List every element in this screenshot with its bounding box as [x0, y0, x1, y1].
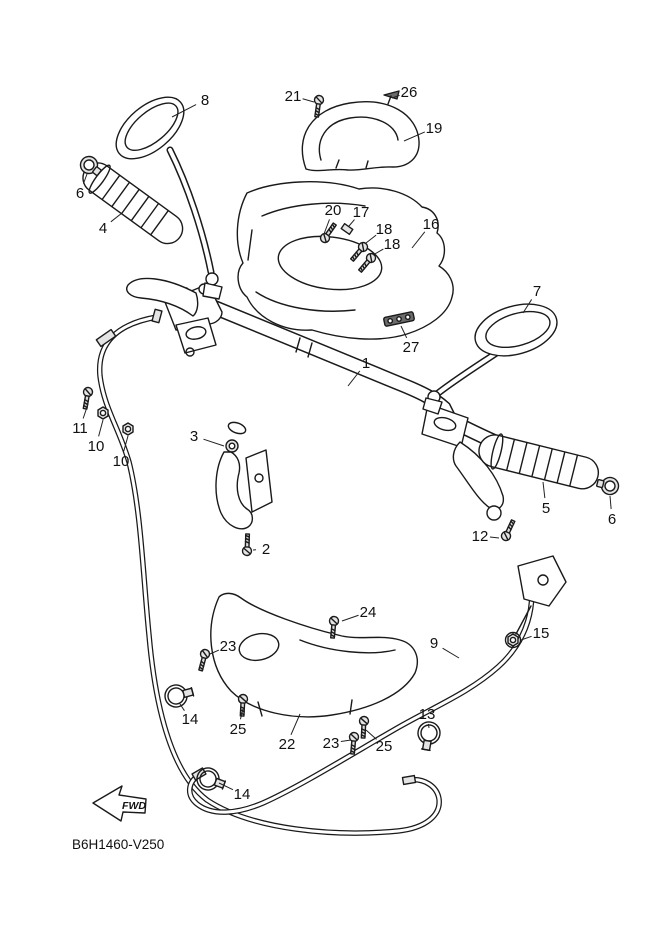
callout-number: 19	[426, 120, 443, 137]
fwd-label: FWD	[122, 800, 146, 812]
callout-number: 22	[279, 736, 296, 753]
nut-15-flange	[504, 631, 522, 649]
nut-15	[507, 633, 519, 647]
callout-leader-line	[203, 438, 225, 447]
lever-assembly-left	[126, 277, 223, 357]
callout-leader-line	[323, 219, 330, 235]
callout-number: 25	[230, 721, 247, 738]
callout-leader-line	[365, 234, 377, 244]
callout-number: 27	[403, 339, 420, 356]
callout-leader-line	[400, 325, 408, 339]
nut-10b	[122, 422, 134, 436]
callout-leader-line	[403, 131, 426, 142]
bolt-12	[499, 517, 518, 543]
callout-number: 21	[285, 88, 302, 105]
callout-number: 18	[384, 236, 401, 253]
callout-leader-line	[609, 495, 612, 510]
callout-number: 6	[76, 185, 84, 202]
cable-guide-bracket	[515, 555, 567, 635]
callout-number: 8	[201, 92, 209, 109]
callout-leader-line	[348, 219, 355, 227]
callout-number: 23	[323, 735, 340, 752]
callout-number: 10	[88, 438, 105, 455]
callout-leader-line	[347, 370, 361, 387]
handle-cover-upper	[236, 181, 454, 340]
meter-cover	[301, 101, 420, 172]
callout-leader-line	[82, 403, 89, 419]
callout-leader-line	[171, 104, 197, 118]
callout-number: 7	[533, 283, 541, 300]
callout-number: 1	[362, 355, 370, 372]
callout-leader-line	[290, 713, 301, 736]
callout-number: 16	[423, 216, 440, 233]
lever-assembly-right	[421, 403, 505, 521]
nut-10a	[97, 406, 109, 420]
callout-leader-line	[489, 536, 500, 539]
clip-17	[340, 222, 354, 236]
callout-leader-line	[520, 635, 532, 641]
diagram-code: B6H1460-V250	[72, 837, 164, 852]
callout-leader-line	[209, 649, 220, 655]
callout-leader-line	[442, 647, 460, 659]
callout-leader-line	[179, 703, 185, 711]
callout-number: 12	[472, 528, 489, 545]
callout-leader-line	[110, 212, 123, 223]
callout-leader-line	[427, 723, 430, 729]
callout-number: 10	[113, 453, 130, 470]
callout-number: 11	[72, 420, 88, 437]
clip-26	[383, 90, 400, 105]
callout-leader-line	[302, 98, 315, 103]
mirror-left	[115, 96, 223, 300]
callout-leader-line	[98, 419, 104, 437]
lower-cover	[210, 592, 418, 718]
washer-3	[225, 439, 239, 453]
callout-leader-line	[542, 481, 546, 499]
barend-right	[594, 473, 622, 498]
callout-number: 17	[353, 204, 370, 221]
callout-number: 18	[376, 221, 393, 238]
callout-leader-line	[218, 782, 234, 791]
callout-leader-line	[411, 231, 426, 249]
callout-leader-line	[522, 299, 533, 314]
callout-number: 6	[608, 511, 616, 528]
callout-leader-line	[372, 248, 384, 256]
grip-left	[82, 162, 184, 245]
mirror-right	[422, 303, 558, 415]
callout-number: 4	[99, 220, 107, 237]
center-bracket	[215, 439, 273, 557]
bolt-2	[241, 533, 253, 557]
callout-leader-line	[340, 739, 352, 743]
callout-number: 13	[419, 706, 436, 723]
callout-number: 25	[376, 738, 393, 755]
callout-number: 5	[542, 500, 550, 517]
screw-23a	[195, 647, 212, 673]
callout-number: 3	[190, 428, 198, 445]
clamp-14a	[161, 680, 196, 711]
screw-25b	[357, 715, 370, 739]
callout-leader-line	[82, 173, 88, 184]
fwd-arrow: FWD	[92, 785, 147, 822]
callout-leader-line	[391, 94, 400, 99]
callout-number: 2	[262, 541, 270, 558]
clutch-cable	[95, 308, 442, 836]
callout-leader-line	[365, 729, 377, 740]
callout-leader-line	[123, 435, 129, 452]
callout-number: 14	[234, 786, 251, 803]
screw-25a	[236, 693, 249, 717]
callout-number: 23	[220, 638, 237, 655]
callout-number: 14	[182, 711, 199, 728]
grip-right	[478, 433, 600, 490]
callout-number: 26	[401, 84, 418, 101]
callout-number: 20	[325, 202, 342, 219]
callout-number: 24	[360, 604, 377, 621]
callout-number: 9	[430, 635, 438, 652]
callout-leader-line	[239, 708, 244, 720]
callout-number: 15	[533, 625, 550, 642]
callout-leader-line	[341, 614, 359, 622]
switch-strip-27	[383, 311, 415, 327]
